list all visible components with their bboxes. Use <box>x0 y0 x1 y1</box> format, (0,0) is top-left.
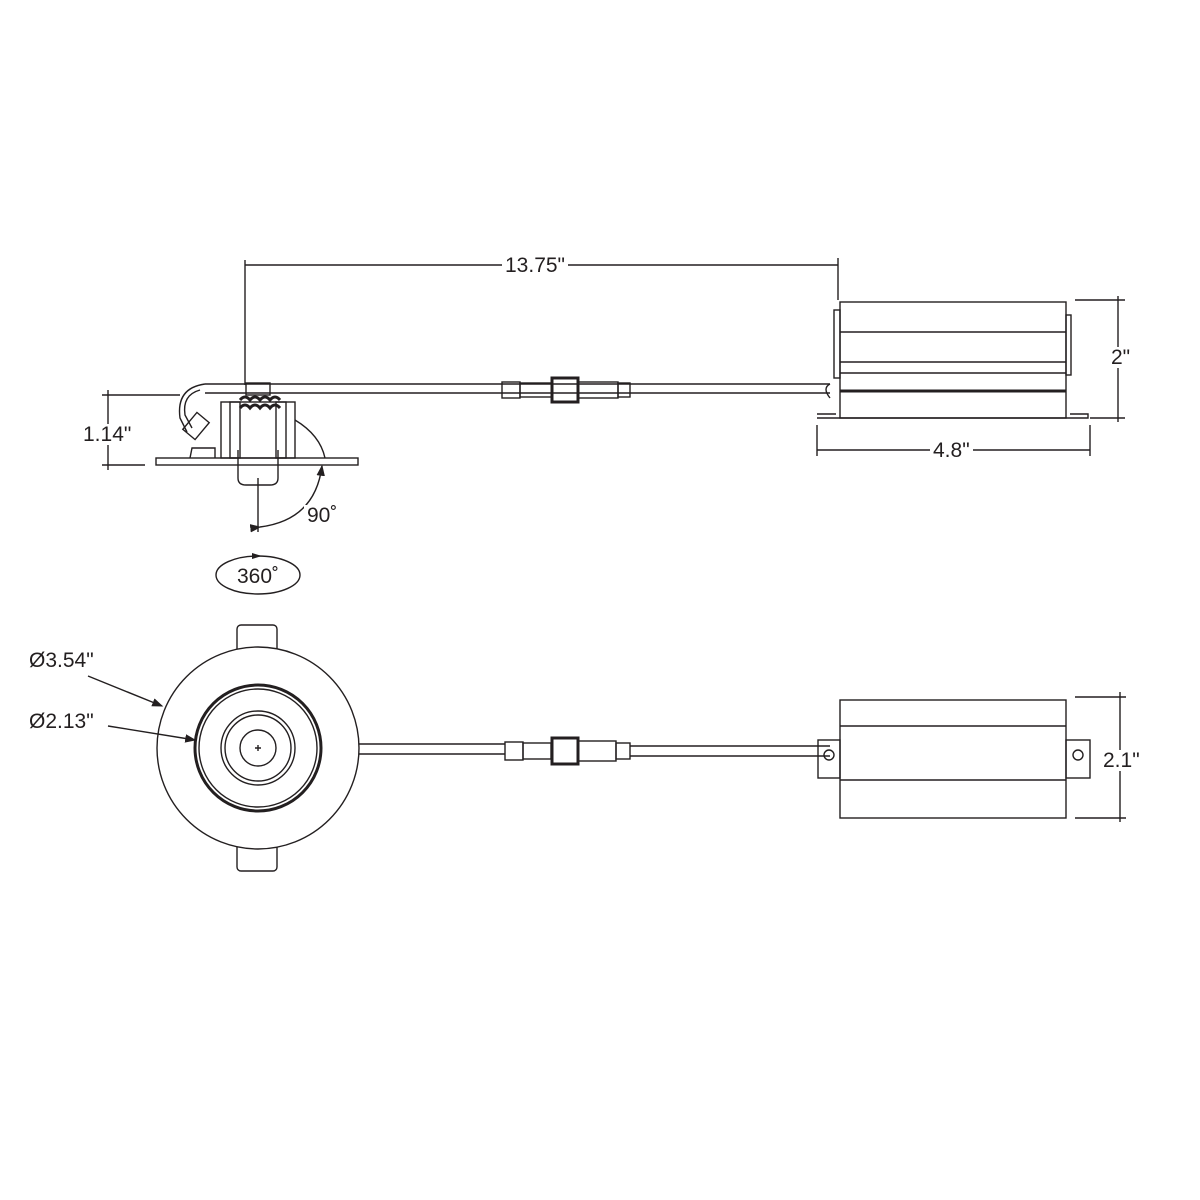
driver-length-label: 4.8" <box>930 440 973 461</box>
fixture-side-view <box>155 382 830 486</box>
driver-width-label: 2.1" <box>1100 750 1143 771</box>
fixture-bottom-view <box>156 624 360 872</box>
driver-side-view <box>816 296 1125 456</box>
aperture-diameter-label: Ø2.13" <box>26 711 97 732</box>
fixture-height-label: 1.14" <box>80 424 135 445</box>
cable-top-view <box>359 736 830 766</box>
driver-height-label: 2" <box>1108 347 1134 368</box>
diameter-leaders <box>87 675 197 743</box>
rotation-angle-label: 360˚ <box>237 565 280 588</box>
rotation-indicator <box>215 553 301 595</box>
driver-top-view <box>817 692 1126 822</box>
cable-connector-side <box>501 376 631 404</box>
tilt-angle-label: 90˚ <box>304 505 341 526</box>
overall-length-dimension <box>244 258 839 385</box>
tilt-angle-indicator <box>249 464 325 533</box>
outer-diameter-label: Ø3.54" <box>26 650 97 671</box>
overall-length-label: 13.75" <box>502 255 569 276</box>
